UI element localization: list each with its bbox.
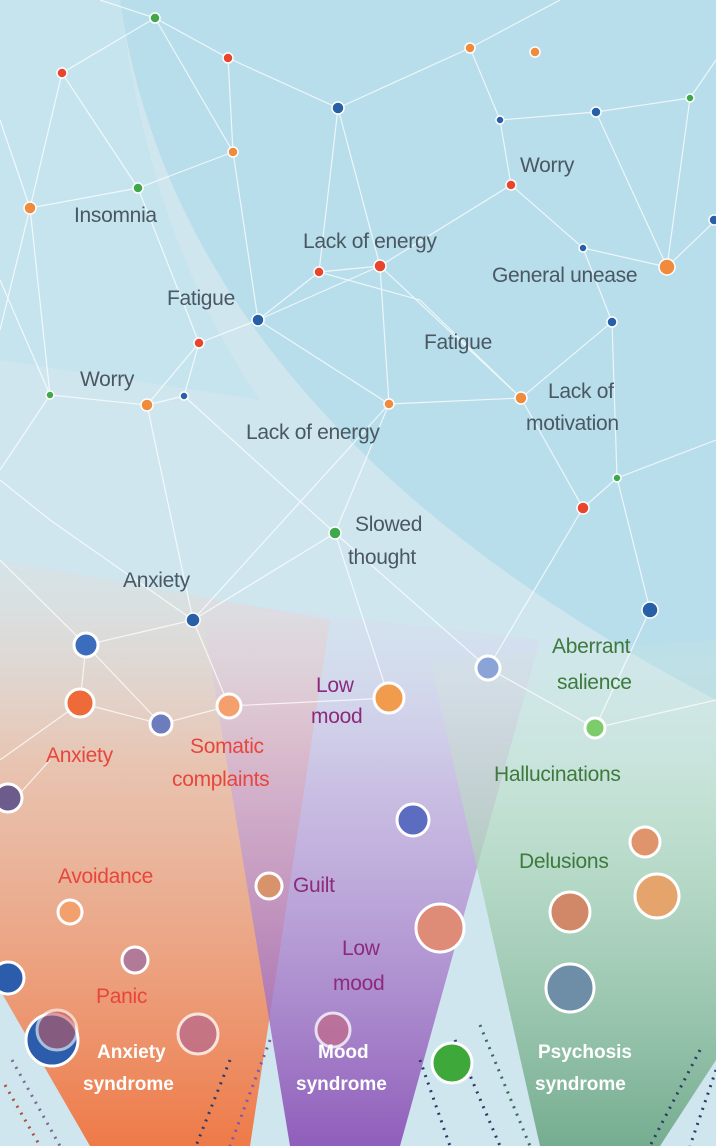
syndrome-title-psychosis: syndrome [535,1074,626,1095]
network-label-lack-of-energy: Lack of energy [303,230,437,253]
symptom-label-anxiety: Anxiety [46,744,114,767]
network-label-anxiety: Anxiety [123,569,191,592]
syndrome-nodes [0,631,681,1085]
syndrome-titles: Anxiety syndrome Mood syndrome Psychosis… [83,1042,632,1095]
symptom-label-low-mood: Low [316,674,355,697]
symptom-label-aberrant-salience: salience [557,671,632,694]
symptom-label-aberrant-salience: Aberrant [552,635,631,658]
syndrome-title-anxiety: Anxiety [97,1042,166,1063]
network-label-fatigue: Fatigue [424,331,492,354]
anxiety-syndrome-labels: Anxiety Somatic complaints Avoidance Pan… [46,735,270,1008]
background-left-band [0,0,260,400]
mood-syndrome-labels: Low mood Guilt Low mood [293,674,385,995]
network-label-fatigue: Fatigue [167,287,235,310]
dotted-connectors [3,1024,716,1146]
background-arc-band [120,0,716,700]
psychosis-syndrome-labels: Aberrant salience Hallucinations Delusio… [494,635,632,873]
syndrome-title-psychosis: Psychosis [538,1042,632,1063]
symptom-label-low-mood: mood [311,705,362,728]
network-label-insomnia: Insomnia [74,204,157,227]
syndrome-title-mood: syndrome [296,1074,387,1095]
symptom-label-low-mood: Low [342,937,381,960]
symptom-label-panic: Panic [96,985,147,1008]
symptom-label-low-mood: mood [333,972,384,995]
symptom-label-somatic-complaints: Somatic [190,735,264,758]
symptom-label-guilt: Guilt [293,874,335,897]
symptom-label-hallucinations: Hallucinations [494,763,621,786]
network-label-slowed-thought: thought [348,546,416,569]
network-label-worry: Worry [520,154,575,177]
network-label-worry: Worry [80,368,135,391]
network-nodes [23,12,716,628]
syndrome-title-mood: Mood [318,1042,369,1063]
network-label-lack-of-motivation: Lack of [548,380,614,403]
syndrome-title-anxiety: syndrome [83,1074,174,1095]
network-labels: Insomnia Lack of energy Worry General un… [74,154,638,592]
network-label-lack-of-motivation: motivation [526,412,619,435]
network-label-lack-of-energy: Lack of energy [246,421,380,444]
symptom-label-avoidance: Avoidance [58,865,153,888]
network-label-general-unease: General unease [492,264,637,287]
symptom-label-somatic-complaints: complaints [172,768,269,791]
symptom-label-delusions: Delusions [519,850,609,873]
network-label-slowed-thought: Slowed [355,513,422,536]
